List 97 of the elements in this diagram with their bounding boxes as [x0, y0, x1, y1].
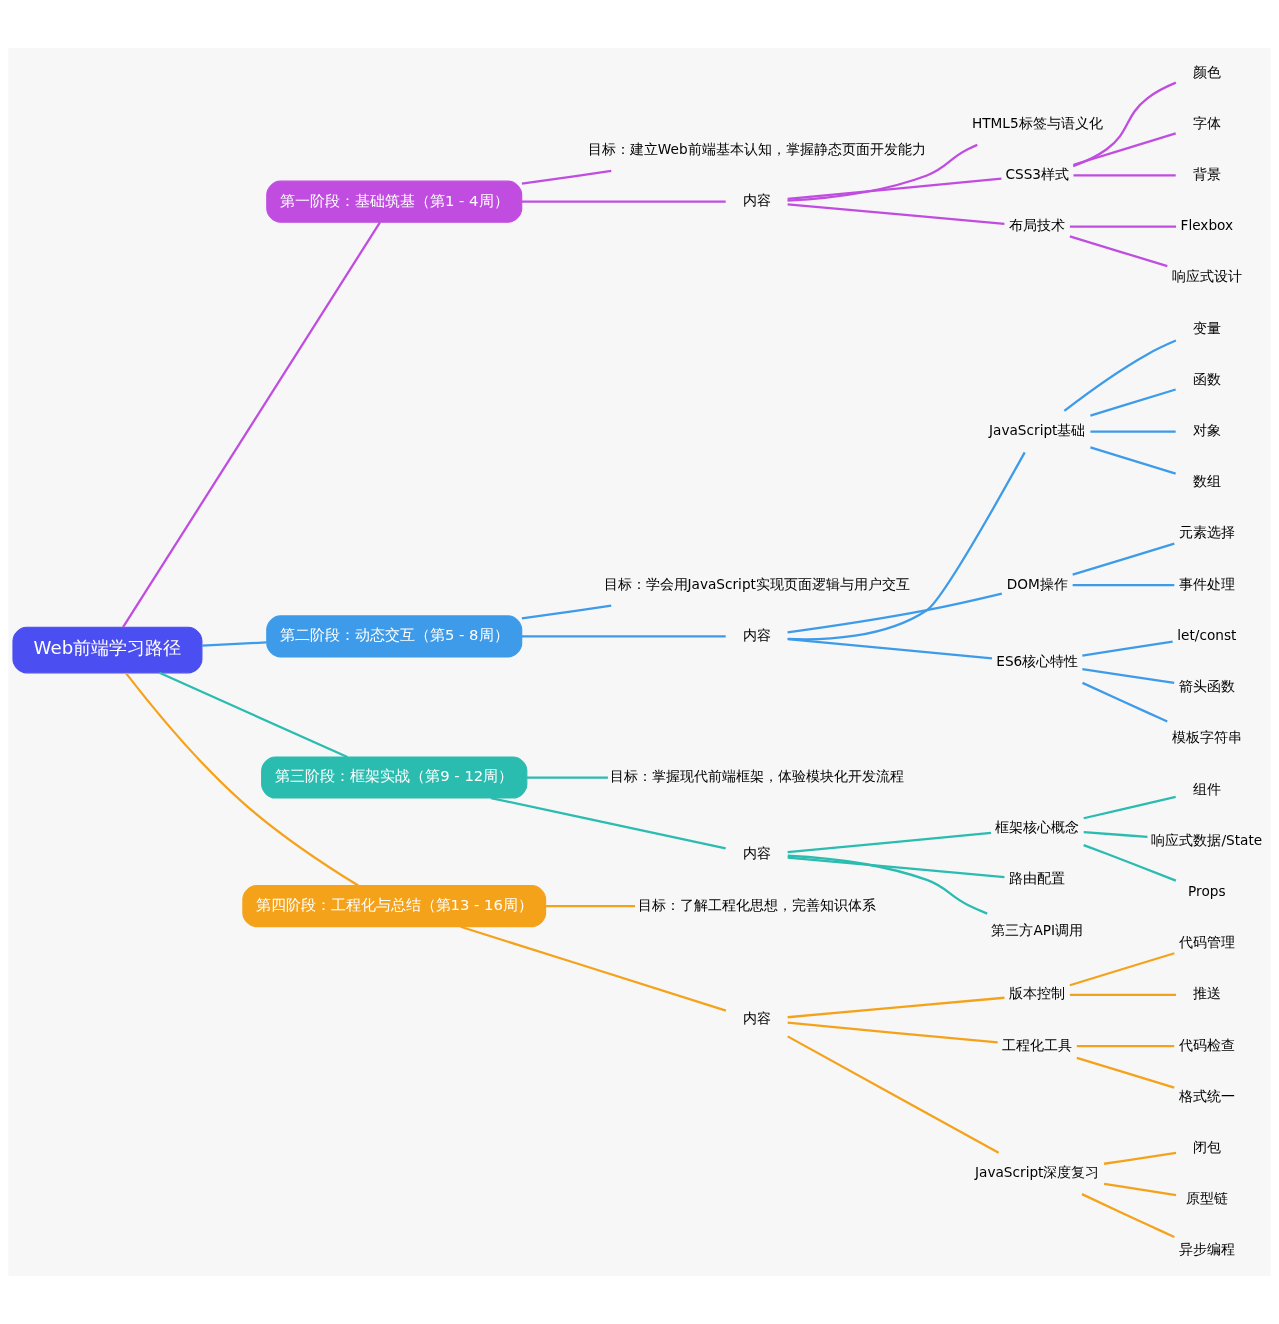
node-text: 第三方API调用	[991, 921, 1084, 938]
node-box: 第三阶段：框架实战（第9 - 12周）	[261, 756, 528, 799]
node-text: 事件处理	[1178, 575, 1235, 592]
connector	[1072, 81, 1177, 168]
node-text: 模板字符串	[1171, 729, 1242, 746]
connector	[1090, 446, 1176, 475]
connector	[1069, 235, 1168, 268]
node-text: JavaScript基础	[989, 422, 1086, 439]
connector	[526, 776, 608, 779]
connector	[787, 1035, 1000, 1154]
node-text: 响应式数据/State	[1151, 831, 1263, 848]
connector	[1076, 1056, 1175, 1089]
node-text: 路由配置	[1009, 870, 1066, 887]
connector	[1082, 640, 1173, 657]
connector	[787, 203, 1005, 225]
connector	[1073, 132, 1177, 166]
node-text: 字体	[1192, 114, 1221, 131]
node-text: 对象	[1192, 422, 1221, 439]
node-text: 颜色	[1192, 63, 1221, 80]
connector	[1069, 993, 1177, 997]
node-text: 内容	[742, 626, 771, 643]
connector	[521, 604, 612, 620]
node-box: Web前端学习路径	[12, 626, 203, 674]
node-text: 背景	[1192, 165, 1221, 182]
connector	[521, 635, 726, 638]
connector	[787, 1021, 998, 1044]
connector	[1082, 668, 1175, 685]
connector	[546, 905, 636, 908]
node-box: 第二阶段：动态交互（第5 - 8周）	[266, 615, 523, 658]
connector	[460, 925, 727, 1012]
node-text: 目标：掌握现代前端框架，体验模块化开发流程	[609, 768, 904, 785]
connector	[490, 796, 726, 850]
node-text: 内容	[742, 192, 771, 209]
connector	[1082, 681, 1168, 723]
connector	[1083, 844, 1177, 882]
node-text: DOM操作	[1006, 575, 1068, 592]
node-text: ES6核心特性	[996, 653, 1079, 670]
node-text: 目标：建立Web前端基本认知，掌握静态页面开发能力	[587, 140, 926, 157]
connector	[125, 672, 359, 887]
connector	[1090, 388, 1176, 417]
node-text: 箭头函数	[1178, 678, 1235, 695]
connector	[787, 143, 978, 202]
connector	[1072, 542, 1175, 576]
connector	[787, 638, 993, 660]
connector	[787, 592, 1003, 634]
connector	[1083, 831, 1148, 839]
connector	[787, 996, 1005, 1019]
node-text: 响应式设计	[1171, 268, 1242, 285]
node-box: 第一阶段：基础筑基（第1 - 4周）	[266, 180, 523, 223]
connector	[787, 451, 1026, 641]
connector	[202, 641, 267, 647]
node-text: CSS3样式	[1005, 165, 1070, 182]
node-text: 代码管理	[1178, 934, 1235, 951]
node-text: Flexbox	[1180, 217, 1234, 234]
node-text: let/const	[1177, 626, 1237, 643]
connector	[521, 169, 612, 185]
connector	[122, 221, 381, 628]
connector	[1073, 174, 1176, 177]
node-text: HTML5标签与语义化	[971, 114, 1103, 131]
node-text: 闭包	[1192, 1139, 1221, 1156]
connector	[1069, 952, 1175, 987]
node-text: 元素选择	[1178, 524, 1235, 541]
node-text: 内容	[742, 845, 771, 862]
connector	[1072, 584, 1175, 587]
connector	[1103, 1182, 1177, 1197]
connector	[787, 177, 1002, 200]
connector	[787, 856, 1005, 879]
node-text: 异步编程	[1178, 1241, 1235, 1258]
node-text: 内容	[742, 1010, 771, 1027]
node-text: 框架核心概念	[995, 819, 1080, 836]
node-text: 数组	[1192, 473, 1221, 490]
connector	[1103, 1151, 1177, 1165]
node-text: 函数	[1192, 370, 1221, 387]
connector	[787, 831, 992, 854]
node-text: 代码检查	[1178, 1036, 1235, 1053]
connector	[1076, 1044, 1175, 1048]
node-text: 目标：学会用JavaScript实现页面逻辑与用户交互	[603, 575, 910, 592]
connector	[787, 854, 988, 915]
connector	[158, 671, 348, 759]
node-text: Props	[1188, 882, 1226, 899]
node-text: JavaScript深度复习	[975, 1164, 1100, 1181]
connector	[1083, 795, 1176, 820]
node-text: 目标：了解工程化思想，完善知识体系	[637, 896, 876, 913]
connector	[521, 200, 726, 203]
node-text: 原型链	[1185, 1190, 1228, 1207]
node-text: 布局技术	[1009, 217, 1066, 234]
node-text: 推送	[1192, 985, 1221, 1002]
node-text: 变量	[1192, 319, 1221, 336]
node-box: 第四阶段：工程化与总结（第13 - 16周）	[242, 885, 547, 928]
connector	[1090, 430, 1176, 433]
connector	[1081, 1193, 1175, 1238]
node-text: 版本控制	[1009, 985, 1066, 1002]
connector	[1069, 225, 1177, 228]
node-text: 组件	[1192, 780, 1221, 797]
connector	[1063, 339, 1177, 412]
node-text: 工程化工具	[1002, 1036, 1073, 1053]
node-text: 格式统一	[1178, 1087, 1235, 1104]
